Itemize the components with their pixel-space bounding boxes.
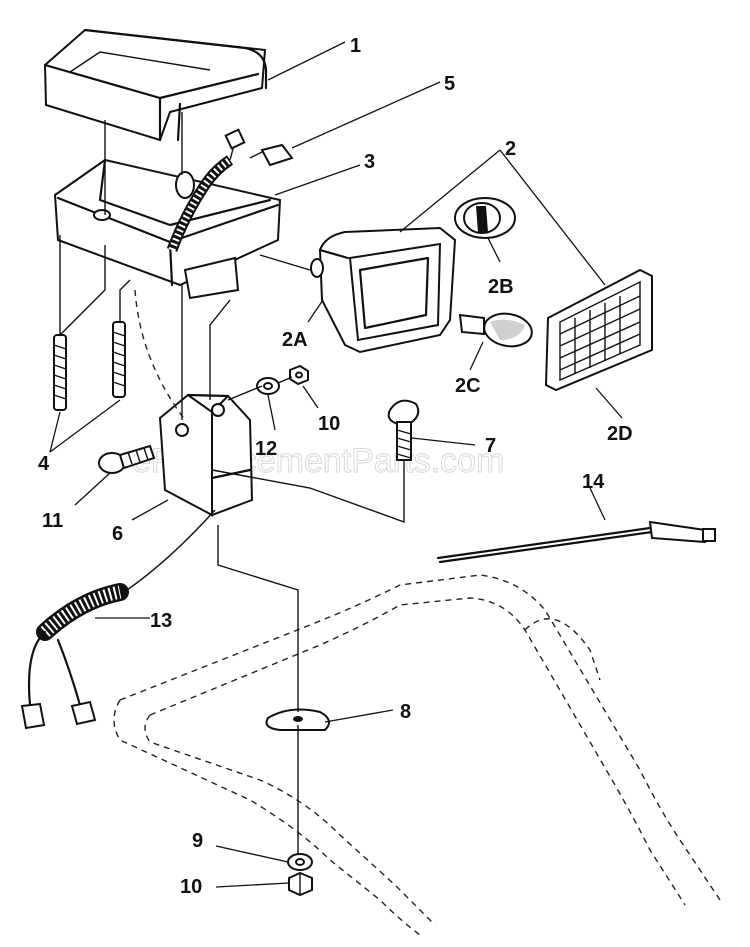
label-part-12: 12 bbox=[255, 438, 277, 460]
label-part-1: 1 bbox=[350, 35, 361, 57]
label-part-4: 4 bbox=[38, 453, 50, 475]
label-part-2a: 2A bbox=[282, 329, 308, 351]
part-3-housing bbox=[53, 128, 282, 300]
part-7-carriage-bolt bbox=[387, 399, 420, 461]
part-13-wire-harness bbox=[20, 509, 216, 730]
assembly-lines bbox=[59, 112, 405, 855]
label-part-9: 9 bbox=[192, 830, 203, 852]
part-10-nut-upper bbox=[289, 364, 309, 386]
label-part-2c: 2C bbox=[455, 375, 481, 397]
label-part-2: 2 bbox=[505, 138, 516, 160]
part-9-washer bbox=[287, 853, 313, 871]
handle-frame bbox=[113, 574, 721, 936]
label-part-10-lower: 10 bbox=[180, 876, 202, 898]
label-part-2b: 2B bbox=[488, 276, 514, 298]
label-part-7: 7 bbox=[485, 435, 496, 457]
label-part-6: 6 bbox=[112, 523, 123, 545]
part-10-nut-lower bbox=[288, 871, 313, 897]
part-1-cover bbox=[43, 28, 268, 142]
label-part-13: 13 bbox=[150, 610, 172, 632]
part-4-screws bbox=[53, 321, 126, 411]
part-12-washer bbox=[256, 377, 280, 395]
part-6-bracket bbox=[158, 393, 254, 517]
part-5-connector bbox=[249, 81, 441, 167]
label-part-8: 8 bbox=[400, 701, 411, 723]
part-2d-lens bbox=[544, 268, 653, 392]
part-2a-lamp-housing bbox=[310, 226, 457, 354]
part-labels: 1 5 3 2 2B 2A 2C 2D 4 12 10 7 14 11 6 13… bbox=[38, 35, 633, 898]
label-part-2d: 2D bbox=[607, 423, 633, 445]
label-part-14: 14 bbox=[582, 471, 605, 493]
part-11-bolt bbox=[98, 444, 156, 474]
part-14-cable-tie bbox=[436, 520, 716, 564]
label-part-10-upper: 10 bbox=[318, 413, 340, 435]
part-2c-bulb bbox=[458, 312, 533, 348]
label-part-5: 5 bbox=[444, 73, 455, 95]
leader-lines bbox=[49, 41, 623, 888]
label-part-3: 3 bbox=[364, 151, 375, 173]
label-part-11: 11 bbox=[42, 510, 63, 532]
part-2b-socket bbox=[454, 197, 516, 239]
